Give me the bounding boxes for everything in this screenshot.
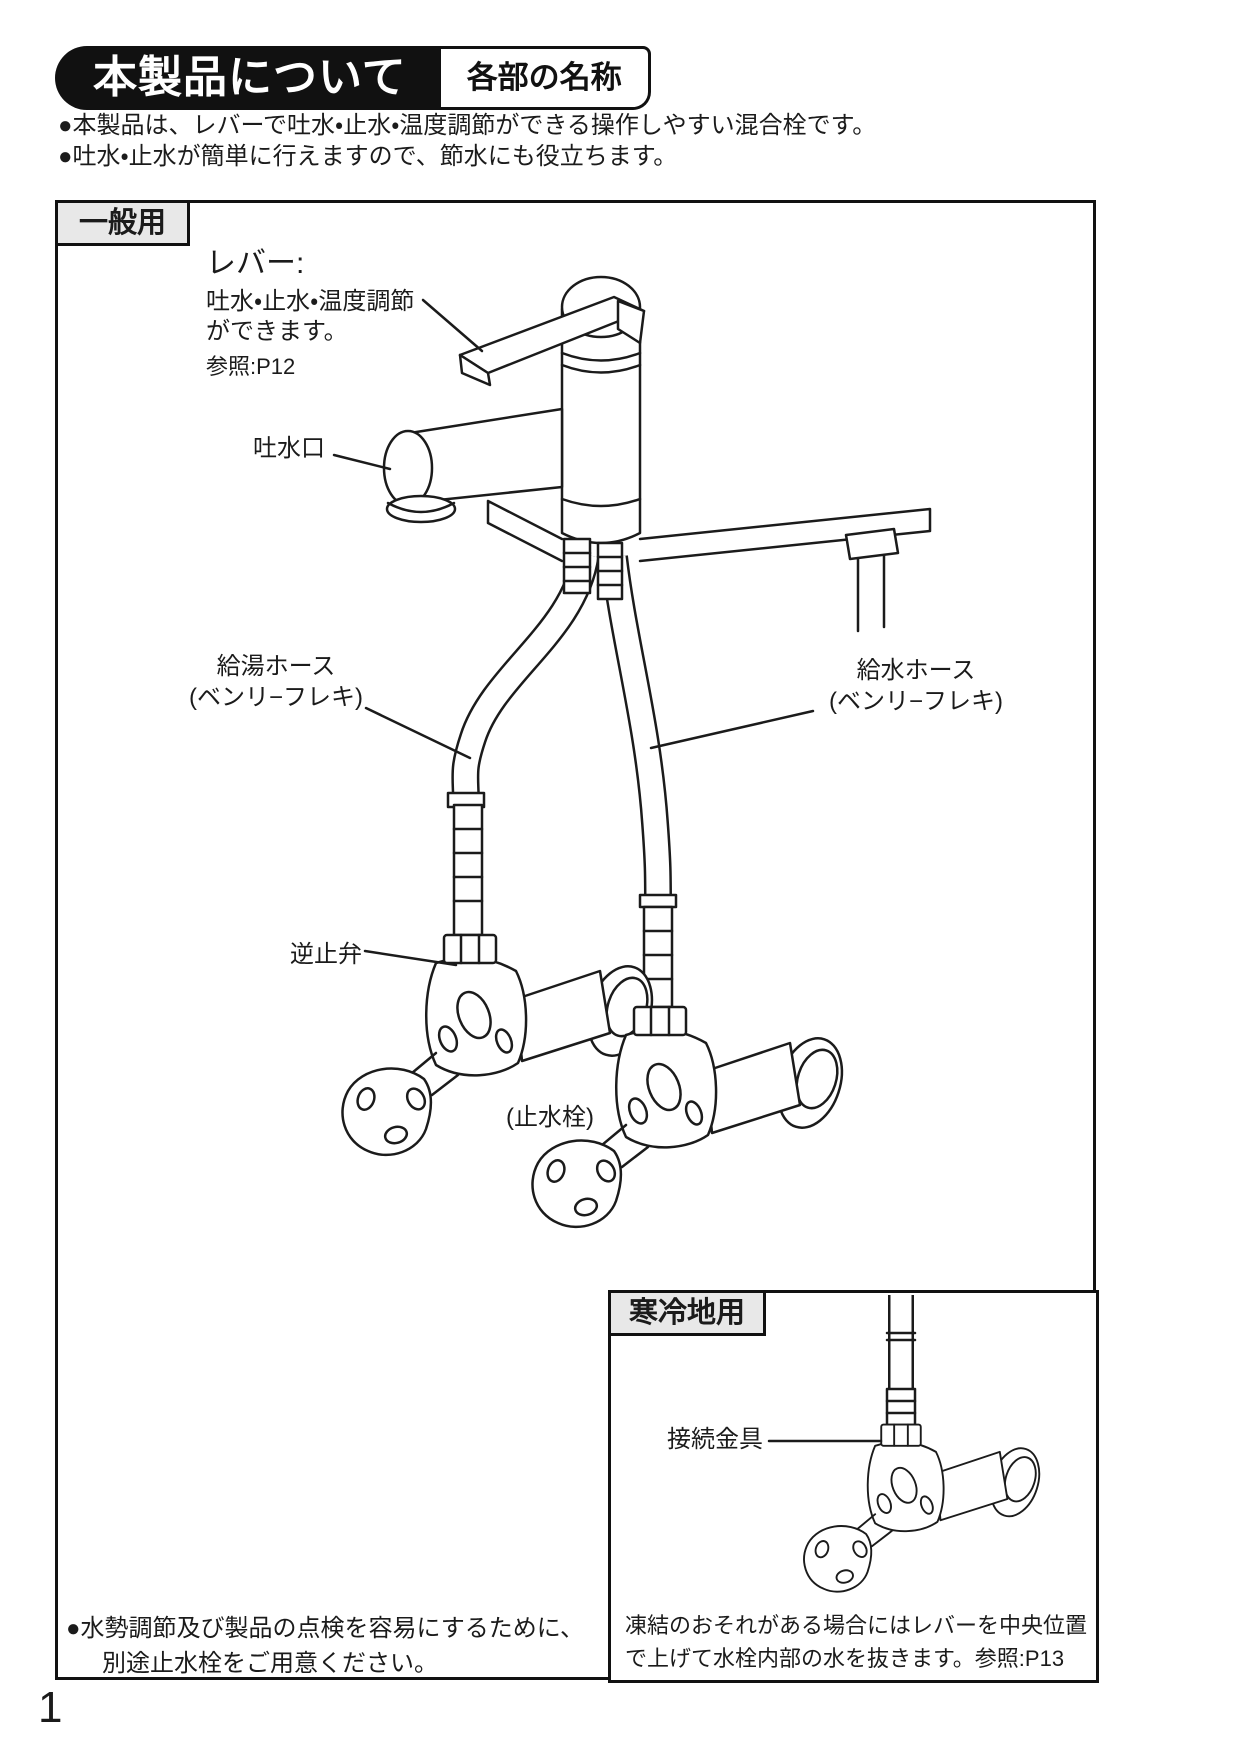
cold-hose-leader-line bbox=[649, 709, 815, 750]
intro-bullet-1: ●本製品は、レバーで吐水・止水・温度調節ができる操作しやすい混合栓です。 bbox=[58, 112, 877, 139]
section-title: 本製品について bbox=[55, 46, 441, 110]
lever-leader-line bbox=[421, 298, 484, 353]
freeze-note-line1: 凍結のおそれがある場合にはレバーを中央位置 bbox=[625, 1613, 1088, 1638]
lever-desc-line2: ができます。 bbox=[206, 318, 348, 345]
intro-text: ●本製品は、レバーで吐水・止水・温度調節ができる操作しやすい混合栓です。 ●吐水… bbox=[58, 110, 876, 172]
freeze-note-line2: で上げて水栓内部の水を抜きます。参照:P13 bbox=[625, 1646, 1065, 1671]
lever-page-ref: 参照:P12 bbox=[206, 354, 296, 379]
faucet-illustration bbox=[332, 275, 932, 1229]
stop-valve-note-line2: 別途止水栓をご用意ください。 bbox=[102, 1650, 438, 1677]
cold-hose-label: 給水ホース (ベンリ−フレキ) bbox=[816, 655, 1016, 717]
general-use-tag: 一般用 bbox=[55, 200, 190, 246]
hot-hose-leader-line bbox=[364, 706, 472, 760]
lever-label-block: レバー: 吐水・止水・温度調節 ができます。 参照:P12 bbox=[206, 245, 414, 381]
cold-hose-label-line2: (ベンリ−フレキ) bbox=[829, 688, 1003, 715]
spout-label: 吐水口 bbox=[253, 435, 325, 462]
cold-region-panel: 寒冷地用 接続金具 凍結 bbox=[608, 1290, 1099, 1683]
stop-valve-note: ●水勢調節及び製品の点検を容易にするために、 別途止水栓をご用意ください。 bbox=[66, 1611, 584, 1681]
freeze-note: 凍結のおそれがある場合にはレバーを中央位置 で上げて水栓内部の水を抜きます。参照… bbox=[625, 1609, 1087, 1675]
section-banner: 本製品について 各部の名称 bbox=[55, 46, 651, 110]
page-number: 1 bbox=[38, 1683, 63, 1732]
hot-hose-label-line2: (ベンリ−フレキ) bbox=[189, 684, 363, 711]
cold-region-valve-illustration bbox=[767, 1295, 1049, 1593]
intro-bullet-2: ●吐水・止水が簡単に行えますので、節水にも役立ちます。 bbox=[58, 143, 678, 170]
check-valve-leader-line bbox=[363, 949, 458, 967]
cold-hose-label-line1: 給水ホース bbox=[856, 657, 976, 684]
lever-label: レバー: bbox=[206, 247, 305, 280]
section-subtitle-badge: 各部の名称 bbox=[440, 46, 651, 110]
fitting-label: 接続金具 bbox=[667, 1426, 763, 1453]
stop-valve-label: (止水栓) bbox=[506, 1104, 594, 1131]
hot-hose-label: 給湯ホース (ベンリ−フレキ) bbox=[176, 651, 376, 713]
hot-hose-label-line1: 給湯ホース bbox=[216, 653, 336, 680]
lever-desc-line1: 吐水・止水・温度調節 bbox=[206, 288, 415, 315]
cold-region-tag: 寒冷地用 bbox=[608, 1290, 766, 1336]
spout-leader-line bbox=[332, 453, 392, 471]
general-use-panel: 一般用 bbox=[55, 200, 1099, 1683]
check-valve-label: 逆止弁 bbox=[290, 941, 362, 968]
stop-valve-note-line1: ●水勢調節及び製品の点検を容易にするために、 bbox=[66, 1615, 585, 1642]
